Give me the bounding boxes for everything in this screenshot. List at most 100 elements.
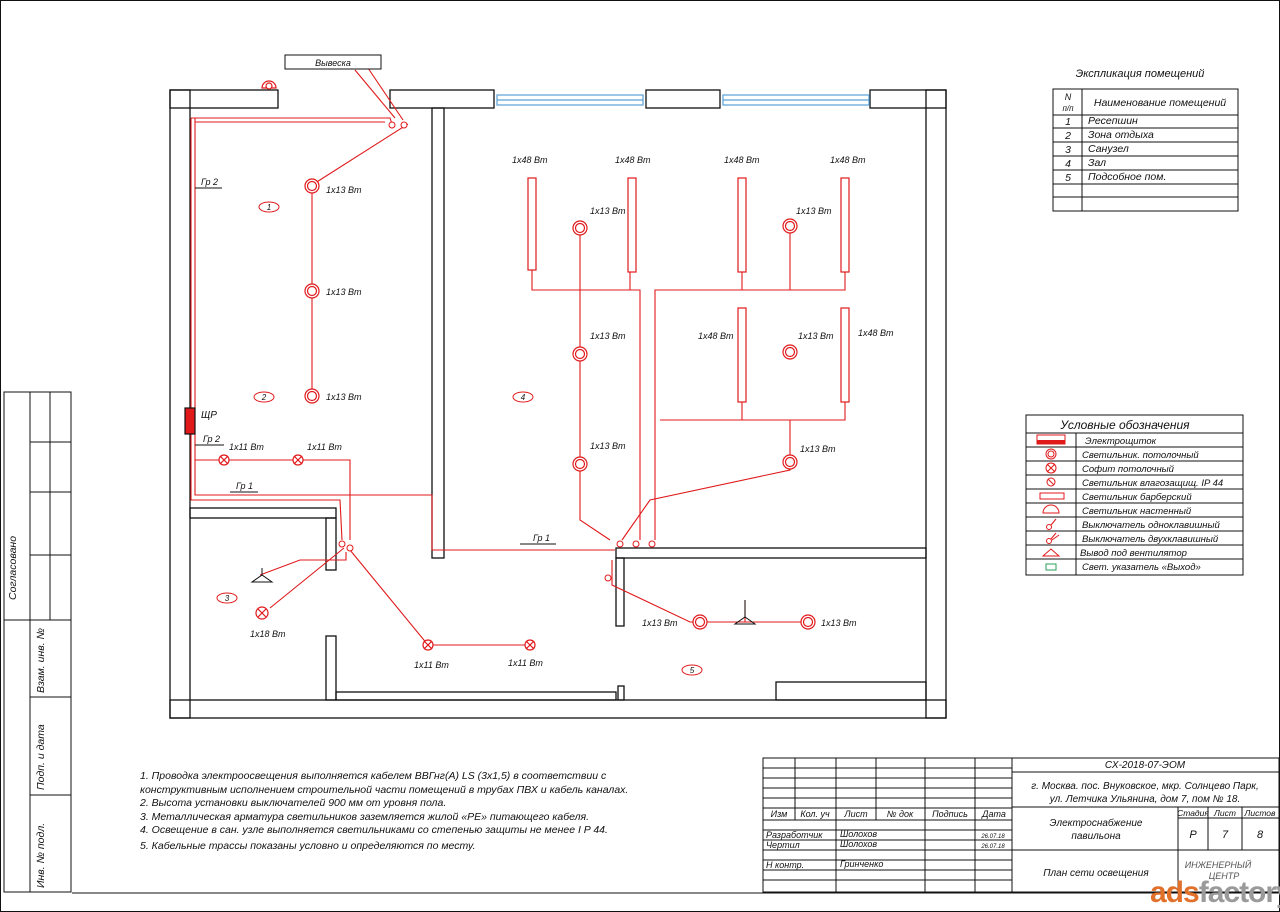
fixture-label: 1x48 Вт [858,328,894,338]
ceiling-lamp-icon [800,614,816,630]
group-label: Гр 1 [533,533,550,543]
tb-date: 26.07.18 [980,834,1005,840]
col-n-subheader: п/п [1062,104,1074,113]
row-name: Санузел [1088,143,1129,155]
tb-address-line: ул. Летчика Ульянина, дом 7, пом № 18. [1049,794,1241,805]
row-name: Подсобное пом. [1088,171,1166,183]
note-line: 4. Освещение в сан. узле выполняется све… [140,824,608,836]
barber-lamp-icon [737,307,747,403]
tb-sheet: 7 [1222,829,1229,841]
moisture-proof-lamp-icon [255,606,269,620]
note-line: 3. Металлическая арматура светильников з… [140,810,590,823]
row-n: 5 [1065,172,1071,184]
barber-lamp-icon [840,307,850,403]
legend-item: Светильник настенный [1082,506,1192,517]
tb-role: Разработчик [766,830,823,840]
fixture-label: 1x11 Вт [414,660,449,670]
wall-lamp-icon [1042,504,1060,514]
tb-project: павильона [1071,831,1121,842]
ceiling-lamp-icon [1045,448,1057,460]
soffit-icon [422,639,434,651]
tb-address-line: г. Москва. пос. Внуковское, мкр. Солнцев… [1031,781,1259,792]
barber-lamp-icon [627,177,637,273]
barber-lamp-icon [840,177,850,273]
fixture-label: 1x13 Вт [796,206,832,216]
col-name-header: Наименование помещений [1094,97,1226,109]
soffit-icon [1045,462,1057,474]
ceiling-lamp-icon [782,454,798,470]
room-marker: 5 [681,664,703,676]
fixture-label: 1x13 Вт [821,618,857,628]
tb-sheets-header: Листов [1244,808,1277,818]
stamp-replace-inv: Взам. инв. № [35,628,47,693]
row-name: Зал [1088,157,1106,169]
wall-lamp-center-icon [265,82,273,90]
fixture-label: 1x18 Вт [250,629,286,639]
ceiling-lamp-icon [572,346,588,362]
note-line: конструктивным исполнением строительной … [140,783,629,796]
exit-sign-icon [1045,563,1057,571]
legend-item: Выключатель одноклавишный [1082,520,1220,531]
fan-outlet-icon [733,616,757,625]
tb-date: 26.07.18 [980,844,1005,850]
switch-icon [400,121,408,129]
title-block [762,757,1280,893]
legend-item: Вывод под вентилятор [1080,548,1187,559]
side-stamp [3,391,72,893]
walls [169,89,947,719]
tb-drawing-name: План сети освещения [1043,868,1149,879]
tb-person: Шолохов [840,829,877,839]
note-line: 1. Проводка электроосвещения выполняется… [140,770,607,782]
svg-text:5: 5 [690,666,695,675]
tb-sheet-header: Лист [1213,808,1236,818]
group-label: Гр 2 [201,177,218,187]
fan-outlet-icon [1041,548,1061,557]
fixture-label: 1x11 Вт [508,658,543,668]
legend-table: Условные обозначения Электрощиток Светил… [1025,414,1244,576]
ceiling-lamp-icon [782,218,798,234]
legend-item: Светильник влагозащищ. IP 44 [1082,478,1223,489]
ceiling-lamp-icon [304,283,320,299]
soffit-icon [218,454,230,466]
svg-text:4: 4 [521,393,526,402]
row-n: 2 [1064,130,1071,142]
panel-icon [184,407,196,435]
room-marker: 1 [258,201,280,213]
fixture-label: 1x13 Вт [326,287,362,297]
panel-label: ЩР [201,410,217,421]
switch-icon [632,540,640,548]
ceiling-lamp-icon [304,388,320,404]
tb-header: Изм [771,809,788,819]
fixture-label: 1x48 Вт [512,155,548,165]
switches [338,121,656,582]
switch-single-icon [1046,518,1057,530]
tb-header: Дата [981,809,1006,819]
tb-header: № док [887,809,914,819]
group-label: Гр 2 [203,434,220,444]
note-line: 2. Высота установки выключателей 900 мм … [140,797,447,809]
tb-header: Кол. уч [800,809,830,819]
ceiling-lamp-icon [782,344,798,360]
fixture-label: 1x48 Вт [830,155,866,165]
fan-outlets [250,568,757,625]
legend-item: Светильник барберский [1082,492,1192,503]
signage-label: Вывеска [315,58,351,68]
fixture-label: 1x11 Вт [229,442,264,452]
room-marker: 4 [512,391,534,403]
tb-person: Шолохов [840,839,877,849]
tb-code: СХ-2018-07-ЭОМ [1105,760,1186,771]
fixture-label: 1x48 Вт [615,155,651,165]
stamp-agreed: Согласовано [7,536,19,600]
tb-header: Лист [843,809,868,819]
barber-lamp-icon [737,177,747,273]
tb-role: Н контр. [766,860,804,870]
fixture-label: 1x13 Вт [590,441,626,451]
fixture-label: 1x13 Вт [326,392,362,402]
switch-icon [346,544,354,552]
room-marker: 2 [253,391,275,403]
group-label: Гр 1 [236,481,253,491]
svg-text:2: 2 [261,393,267,402]
legend-item: Софит потолочный [1082,464,1175,475]
row-name: Ресепшин [1088,115,1138,127]
legend-title: Условные обозначения [1059,418,1190,432]
